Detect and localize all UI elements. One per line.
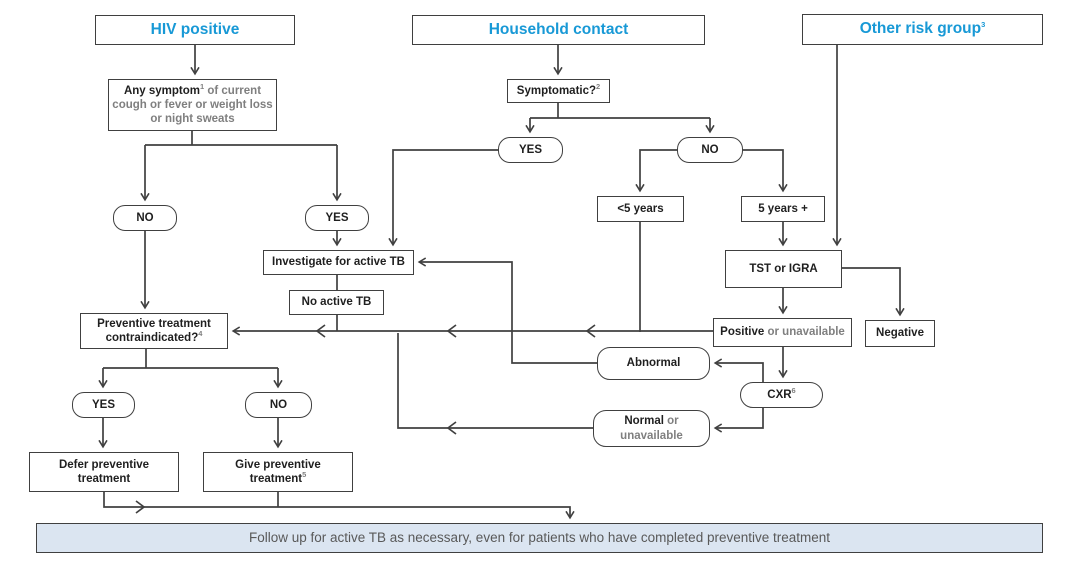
node-hiv-symptom-no: NO bbox=[113, 205, 177, 231]
node-cxr-abnormal: Abnormal bbox=[597, 347, 710, 380]
header-household-contact: Household contact bbox=[412, 15, 705, 45]
node-preventive-treatment-contraindicated: Preventive treatment contraindicated?4 bbox=[80, 313, 228, 349]
node-no-active-tb: No active TB bbox=[289, 290, 384, 315]
header-household-contact-label: Household contact bbox=[488, 20, 629, 38]
header-other-risk-group-label: Other risk group3 bbox=[859, 19, 986, 38]
node-contraindicated-yes: YES bbox=[72, 392, 135, 418]
node-tst-or-igra: TST or IGRA bbox=[725, 250, 842, 288]
node-under-5-years: <5 years bbox=[597, 196, 684, 222]
node-symptomatic: Symptomatic?2 bbox=[507, 79, 610, 103]
node-hiv-symptom-yes: YES bbox=[305, 205, 369, 231]
node-tst-positive: Positive or unavailable bbox=[713, 318, 852, 347]
footer-follow-up-label: Follow up for active TB as necessary, ev… bbox=[248, 529, 831, 545]
node-contraindicated-no: NO bbox=[245, 392, 312, 418]
node-any-symptom: Any symptom1 of current cough or fever o… bbox=[108, 79, 277, 131]
node-give-preventive-treatment: Give preventive treatment5 bbox=[203, 452, 353, 492]
node-cxr-normal: Normal or unavailable bbox=[593, 410, 710, 447]
header-hiv-positive-label: HIV positive bbox=[150, 20, 240, 38]
node-defer-preventive-treatment: Defer preventive treatment bbox=[29, 452, 179, 492]
node-symptomatic-no: NO bbox=[677, 137, 743, 163]
node-5-years-plus: 5 years + bbox=[741, 196, 825, 222]
header-other-risk-group: Other risk group3 bbox=[802, 14, 1043, 45]
node-cxr: CXR6 bbox=[740, 382, 823, 408]
node-investigate-active-tb: Investigate for active TB bbox=[263, 250, 414, 275]
footer-follow-up-bar: Follow up for active TB as necessary, ev… bbox=[36, 523, 1043, 553]
node-symptomatic-yes: YES bbox=[498, 137, 563, 163]
node-tst-negative: Negative bbox=[865, 320, 935, 347]
header-hiv-positive: HIV positive bbox=[95, 15, 295, 45]
